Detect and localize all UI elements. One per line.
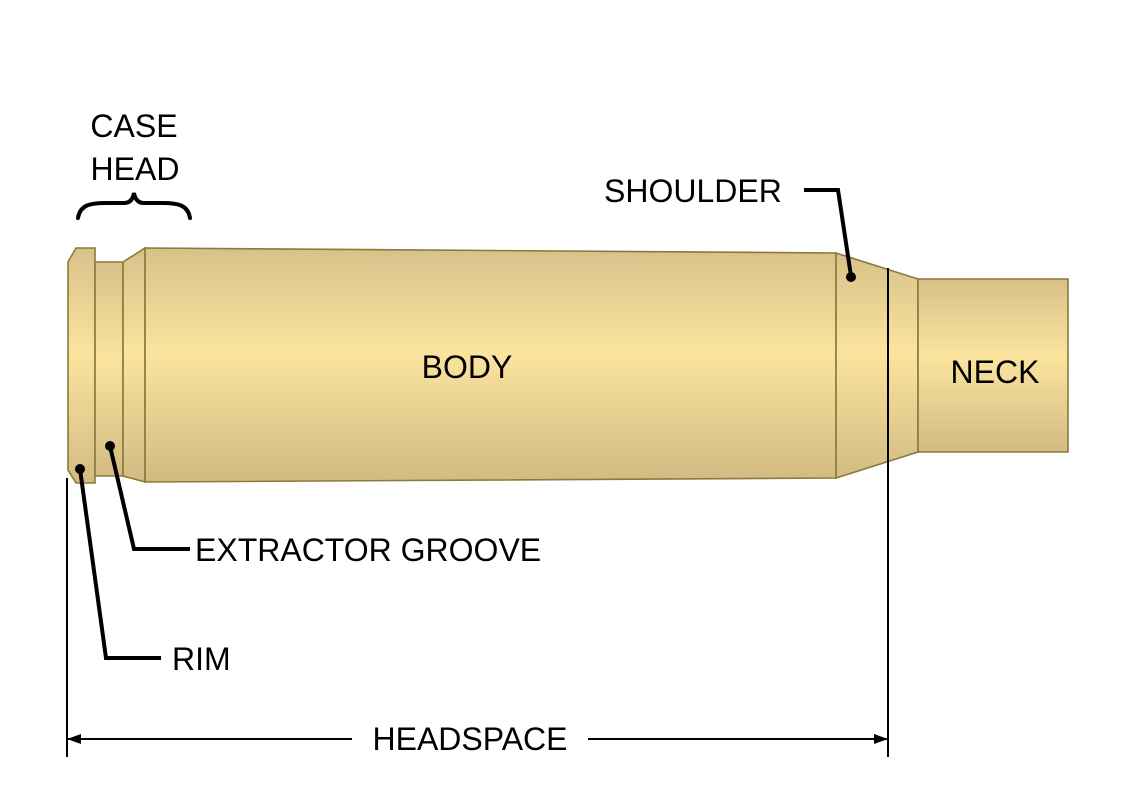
shoulder-shape [835, 251, 919, 480]
extractor-groove-leader-dot [105, 441, 115, 451]
body-label: BODY [422, 349, 513, 385]
rim-label: RIM [172, 641, 231, 677]
shoulder-leader-dot [846, 272, 856, 282]
extractor-groove-leader [108, 445, 190, 551]
case-head-label-line2: HEAD [91, 151, 180, 187]
rim-shape [67, 247, 96, 484]
rim-leader [78, 468, 161, 660]
rim-leader-dot [75, 464, 85, 474]
extractor-groove-label: EXTRACTOR GROOVE [195, 532, 541, 568]
shoulder-leader [804, 188, 853, 277]
case-head-label-line1: CASE [90, 108, 177, 144]
shoulder-label: SHOULDER [604, 173, 782, 209]
cartridge-case [67, 246, 1069, 484]
bevel-shape [122, 246, 146, 484]
case-head-brace [76, 192, 192, 220]
headspace-label: HEADSPACE [372, 721, 567, 757]
neck-label: NECK [951, 354, 1040, 390]
neck-shape [917, 278, 1069, 453]
